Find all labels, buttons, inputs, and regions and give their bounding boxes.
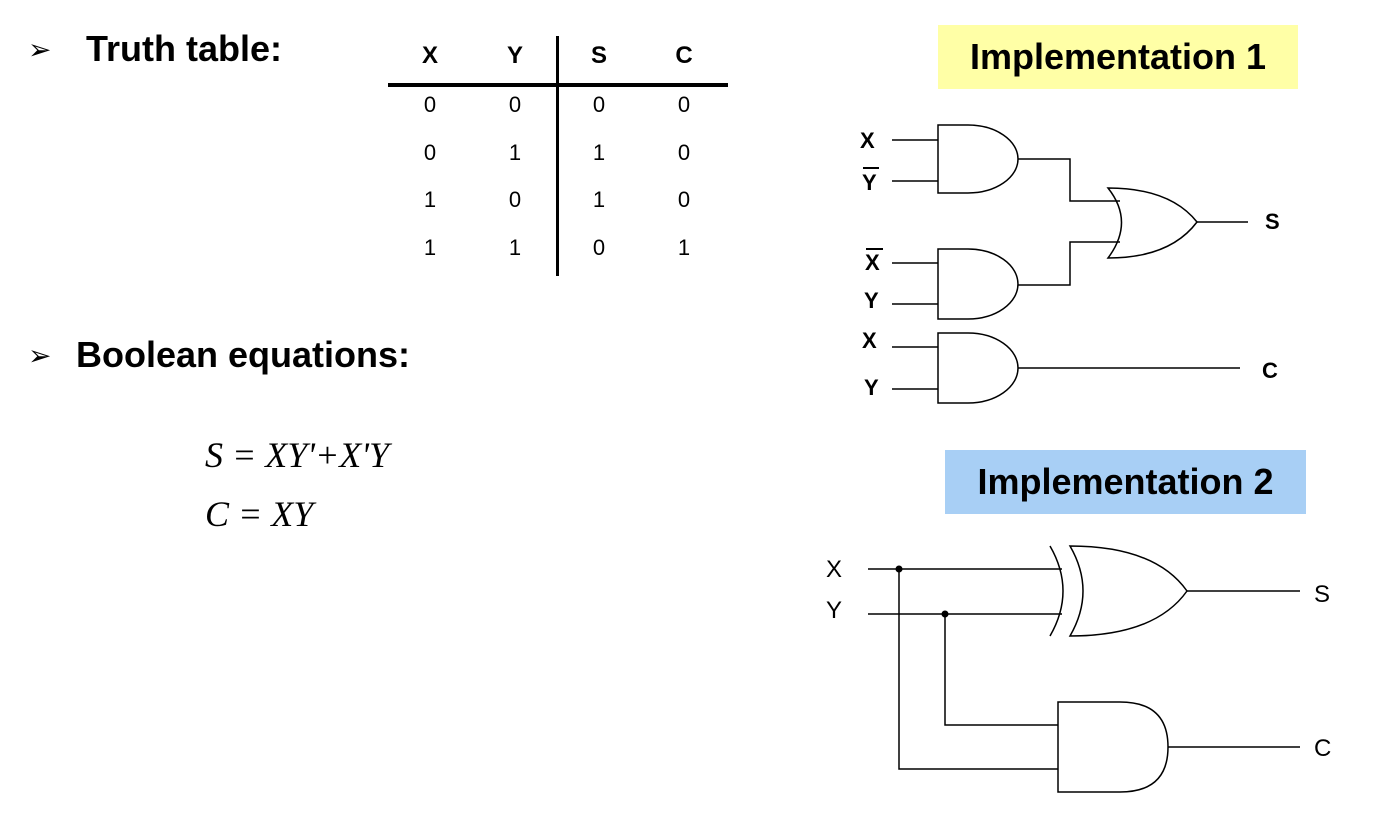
truth-table-header-c: C: [675, 42, 693, 69]
impl1-label-y: Y: [864, 288, 879, 313]
impl2-title: Implementation 2: [977, 461, 1274, 502]
impl2-label-s: S: [1314, 581, 1330, 608]
truth-table-divider: [556, 36, 559, 276]
boolean-heading-row: ➢ Boolean equations:: [28, 334, 410, 376]
truth-table-cell: 1: [508, 140, 522, 165]
truth-table-cell: 0: [677, 92, 691, 117]
truth-table-cell: 0: [677, 140, 691, 165]
truth-table-cell: 1: [592, 187, 606, 212]
truth-table-cell: 0: [423, 140, 437, 165]
truth-table-header-s: S: [590, 42, 607, 69]
bullet-arrow-icon: ➢: [28, 338, 52, 372]
impl1-label-c: C: [1262, 358, 1278, 383]
truth-table-cell: 1: [423, 187, 437, 212]
impl2-label-x: X: [826, 556, 842, 583]
truth-table-cell: 0: [592, 92, 606, 117]
and-gate-icon: [937, 248, 1019, 320]
bullet-arrow-icon: ➢: [28, 32, 52, 66]
truth-table-cell: 1: [677, 235, 691, 260]
truth-table-header-y: Y: [506, 42, 523, 69]
junction-dot: [895, 565, 903, 573]
impl1-label-s: S: [1265, 209, 1280, 234]
impl1-label-y-bar: Y: [862, 170, 877, 195]
truth-table-cell: 0: [423, 92, 437, 117]
impl1-label-x-and: X: [862, 328, 877, 353]
truth-table-cell: 0: [508, 187, 522, 212]
impl1-label-y-and: Y: [864, 375, 879, 400]
impl2-label-c: C: [1314, 735, 1331, 762]
impl1-label-x-bar: X: [865, 250, 880, 275]
impl1-title: Implementation 1: [969, 36, 1267, 77]
impl2-title-box: Implementation 2: [945, 450, 1306, 514]
truth-table-cell: 1: [508, 235, 522, 260]
impl2-label-y: Y: [826, 597, 842, 624]
junction-dot: [941, 610, 949, 618]
truth-table-cell: 1: [423, 235, 437, 260]
xor-gate-body: [1068, 545, 1188, 637]
truth-table-heading: Truth table:: [86, 28, 282, 69]
truth-table-cell: 0: [508, 92, 522, 117]
equation-sum: S = XY'+X'Y: [205, 435, 390, 475]
and-gate-icon: [1057, 701, 1169, 793]
truth-table-cell: 0: [677, 187, 691, 212]
truth-table-cell: 0: [592, 235, 606, 260]
boolean-heading: Boolean equations:: [76, 334, 411, 375]
impl1-title-box: Implementation 1: [938, 25, 1298, 89]
truth-table-heading-row: ➢ Truth table:: [28, 28, 282, 70]
and-gate-icon: [937, 124, 1019, 194]
truth-table-header-x: X: [421, 42, 438, 69]
or-gate-icon: [1106, 187, 1198, 259]
and-gate-icon: [937, 332, 1019, 404]
equation-carry: C = XY: [205, 494, 314, 534]
truth-table-cell: 1: [592, 140, 606, 165]
impl1-label-x: X: [860, 128, 875, 153]
xor-gate-icon: [1049, 545, 1064, 637]
